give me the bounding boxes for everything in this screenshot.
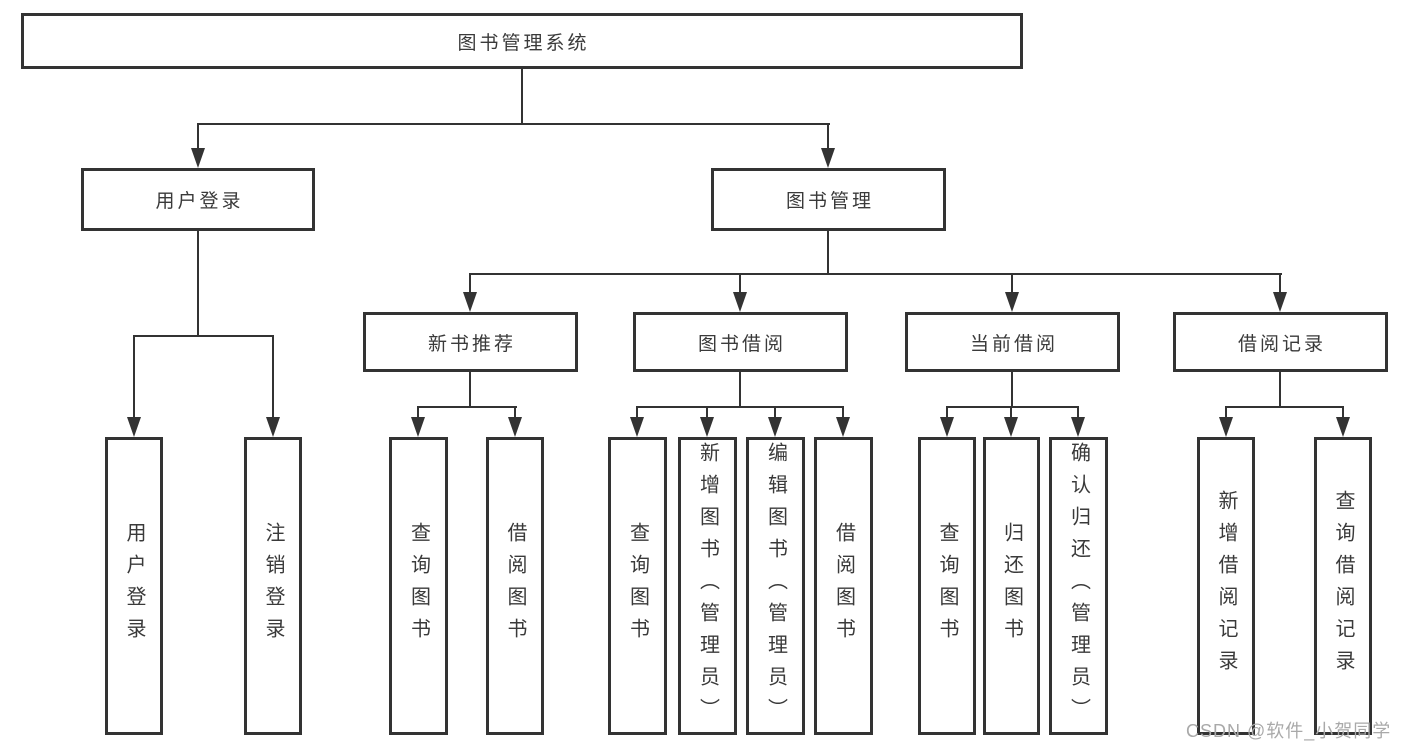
leaf-logout: 注销登录 bbox=[244, 437, 302, 735]
arrow-down-icon bbox=[1273, 292, 1287, 312]
leaf-add-borrow-record: 新增借阅记录 bbox=[1197, 437, 1255, 735]
connector-line bbox=[514, 406, 516, 420]
leaf-return-books-label: 归还图书 bbox=[1000, 522, 1023, 650]
connector-line bbox=[1342, 406, 1344, 420]
node-book-borrow: 图书借阅 bbox=[633, 312, 848, 372]
connector-line bbox=[946, 406, 948, 420]
leaf-borrow-books-1-label: 借阅图书 bbox=[504, 522, 526, 650]
connector-line bbox=[827, 123, 829, 151]
arrow-down-icon bbox=[127, 417, 141, 437]
leaf-query-books-1-label: 查询图书 bbox=[407, 522, 430, 650]
leaf-query-borrow-record: 查询借阅记录 bbox=[1314, 437, 1372, 735]
connector-line bbox=[197, 231, 199, 337]
leaf-confirm-return-admin-label: 确认归还（管理员） bbox=[1067, 442, 1090, 730]
leaf-edit-books-admin-label: 编辑图书（管理员） bbox=[764, 442, 787, 730]
node-new-book-recommend: 新书推荐 bbox=[363, 312, 578, 372]
node-root: 图书管理系统 bbox=[21, 13, 1023, 69]
node-current-borrow: 当前借阅 bbox=[905, 312, 1120, 372]
connector-line bbox=[197, 123, 830, 125]
arrow-down-icon bbox=[1071, 417, 1085, 437]
connector-line bbox=[1011, 273, 1013, 295]
leaf-user-login: 用户登录 bbox=[105, 437, 163, 735]
arrow-down-icon bbox=[821, 148, 835, 168]
leaf-confirm-return-admin: 确认归还（管理员） bbox=[1049, 437, 1108, 735]
arrow-down-icon bbox=[940, 417, 954, 437]
arrow-down-icon bbox=[411, 417, 425, 437]
leaf-logout-label: 注销登录 bbox=[262, 522, 284, 650]
arrow-down-icon bbox=[266, 417, 280, 437]
connector-line bbox=[521, 69, 523, 125]
arrow-down-icon bbox=[1004, 417, 1018, 437]
node-user-login-label: 用户登录 bbox=[155, 191, 244, 212]
connector-line bbox=[827, 231, 829, 275]
connector-line bbox=[706, 406, 708, 420]
connector-line bbox=[469, 273, 471, 295]
leaf-add-books-admin: 新增图书（管理员） bbox=[678, 437, 737, 735]
arrow-down-icon bbox=[836, 417, 850, 437]
leaf-borrow-books-2-label: 借阅图书 bbox=[832, 522, 855, 650]
connector-line bbox=[1011, 372, 1013, 408]
node-current-borrow-label: 当前借阅 bbox=[969, 333, 1058, 355]
connector-line bbox=[1225, 406, 1344, 408]
arrow-down-icon bbox=[463, 292, 477, 312]
arrow-down-icon bbox=[768, 417, 782, 437]
connector-line bbox=[636, 406, 638, 420]
connector-line bbox=[842, 406, 844, 420]
connector-line bbox=[774, 406, 776, 420]
leaf-return-books: 归还图书 bbox=[983, 437, 1040, 735]
node-borrow-records: 借阅记录 bbox=[1173, 312, 1388, 372]
leaf-query-books-2: 查询图书 bbox=[608, 437, 667, 735]
connector-line bbox=[739, 273, 741, 295]
node-book-management-label: 图书管理 bbox=[785, 191, 874, 212]
leaf-add-borrow-record-label: 新增借阅记录 bbox=[1215, 490, 1237, 682]
connector-line bbox=[197, 123, 199, 151]
node-new-book-recommend-label: 新书推荐 bbox=[427, 333, 516, 355]
arrow-down-icon bbox=[1005, 292, 1019, 312]
connector-line bbox=[1225, 406, 1227, 420]
leaf-borrow-books-2: 借阅图书 bbox=[814, 437, 873, 735]
leaf-query-books-2-label: 查询图书 bbox=[626, 522, 649, 650]
connector-line bbox=[272, 335, 274, 419]
leaf-edit-books-admin: 编辑图书（管理员） bbox=[746, 437, 805, 735]
connector-line bbox=[417, 406, 419, 420]
arrow-down-icon bbox=[1336, 417, 1350, 437]
csdn-watermark: CSDN @软件_小贺同学 bbox=[1186, 721, 1392, 741]
leaf-add-books-admin-label: 新增图书（管理员） bbox=[696, 442, 719, 730]
connector-line bbox=[1010, 406, 1012, 420]
connector-line bbox=[1077, 406, 1079, 420]
connector-line bbox=[133, 335, 135, 419]
leaf-query-books-3: 查询图书 bbox=[918, 437, 976, 735]
node-root-label: 图书管理系统 bbox=[457, 32, 590, 54]
leaf-query-books-3-label: 查询图书 bbox=[936, 522, 958, 650]
connector-line bbox=[469, 372, 471, 408]
connector-line bbox=[469, 273, 1282, 275]
node-book-borrow-label: 图书借阅 bbox=[697, 333, 786, 355]
arrow-down-icon bbox=[508, 417, 522, 437]
node-user-login: 用户登录 bbox=[81, 168, 315, 231]
connector-line bbox=[418, 406, 517, 408]
connector-line bbox=[1279, 273, 1281, 295]
arrow-down-icon bbox=[191, 148, 205, 168]
leaf-borrow-books-1: 借阅图书 bbox=[486, 437, 544, 735]
arrow-down-icon bbox=[630, 417, 644, 437]
arrow-down-icon bbox=[700, 417, 714, 437]
arrow-down-icon bbox=[1219, 417, 1233, 437]
connector-line bbox=[637, 406, 844, 408]
connector-line bbox=[946, 406, 1079, 408]
connector-line bbox=[739, 372, 741, 408]
node-book-management: 图书管理 bbox=[711, 168, 946, 231]
leaf-user-login-label: 用户登录 bbox=[123, 522, 145, 650]
arrow-down-icon bbox=[733, 292, 747, 312]
connector-line bbox=[1279, 372, 1281, 408]
node-borrow-records-label: 借阅记录 bbox=[1237, 333, 1326, 355]
leaf-query-borrow-record-label: 查询借阅记录 bbox=[1332, 490, 1354, 682]
connector-line bbox=[133, 335, 274, 337]
leaf-query-books-1: 查询图书 bbox=[389, 437, 448, 735]
